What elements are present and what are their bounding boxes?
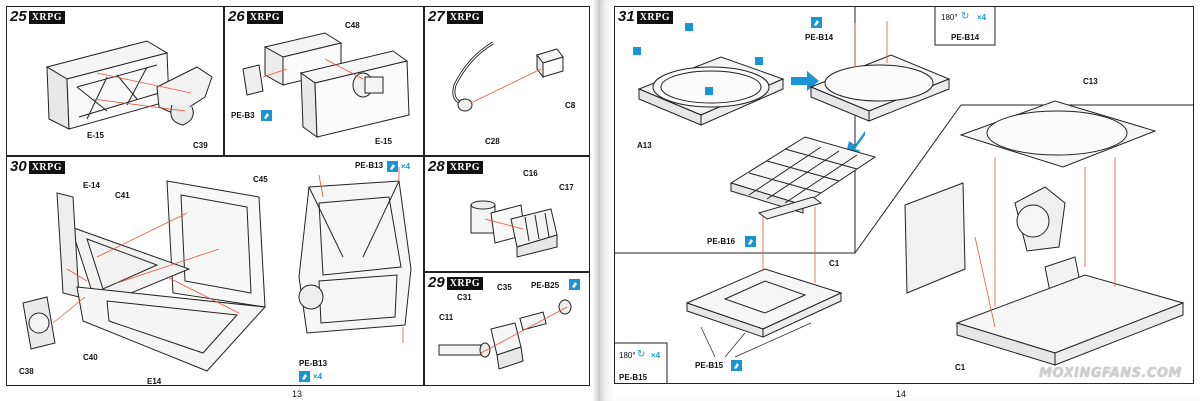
label-pe-b13-top: PE-B13: [355, 161, 384, 170]
step-31-panel: 31 XRPG: [614, 6, 1194, 384]
photo-etch-icon: [264, 113, 269, 119]
label-c31: C31: [457, 293, 472, 302]
label-c41: C41: [115, 191, 130, 200]
inset-pe-b14: 180° ↻ ×4 PE-B14: [935, 7, 995, 45]
pe-b25-badge: [569, 279, 580, 290]
inset-angle: 180°: [941, 13, 958, 22]
label-c45: C45: [253, 175, 268, 184]
label-e15-b: E-15: [375, 137, 392, 146]
label-c1-right: C1: [955, 363, 966, 372]
label-pe-b16: PE-B16: [707, 237, 736, 246]
step-27-illustration: [452, 41, 564, 112]
qty-pe-b13-bottom: ×4: [313, 372, 323, 381]
step-number: 29: [428, 274, 445, 291]
step-29-illustration: [438, 299, 572, 370]
label-c48: C48: [345, 21, 360, 30]
step-30-header: 30 XRPG: [10, 158, 66, 175]
step-number: 26: [228, 8, 245, 25]
page-number-right: 14: [896, 389, 907, 399]
photo-etch-icon: [734, 363, 739, 369]
qty-pe-b13-top: ×4: [401, 162, 411, 171]
brand-logo: XRPG: [446, 160, 484, 174]
label-c17: C17: [559, 183, 574, 192]
step-26-panel: 26 XRPG C48 P: [224, 6, 424, 156]
inset-qty: ×4: [977, 13, 987, 22]
step-26-illustration: [242, 32, 410, 138]
label-e14-b: E14: [147, 377, 162, 386]
label-pe-b3: PE-B3: [231, 111, 255, 120]
label-c35: C35: [497, 283, 512, 292]
label-c1-left: C1: [829, 259, 840, 268]
label-pe-b15: PE-B15: [695, 361, 724, 370]
step-number: 27: [428, 8, 445, 25]
watermark: MOXINGFANS.COM: [1039, 366, 1182, 381]
photo-etch-icon: [572, 282, 577, 288]
step-25-panel: 25 XRPG E-15 C39: [6, 6, 224, 156]
pe-b13-bottom-badge: [299, 371, 310, 382]
inset-angle: 180°: [619, 351, 636, 360]
step-number: 31: [618, 8, 635, 25]
label-c11: C11: [439, 313, 454, 322]
step-28-header: 28 XRPG: [428, 158, 484, 175]
label-c28: C28: [485, 137, 500, 146]
step-27-panel: 27 XRPG C8 C28: [424, 6, 590, 156]
pe-b15-badge: [731, 360, 742, 371]
label-a13: A13: [637, 141, 652, 150]
step-25-header: 25 XRPG: [10, 8, 66, 25]
photo-etch-icon: [748, 239, 753, 245]
step-31-illustration: [615, 7, 1193, 383]
inset-qty: ×4: [651, 351, 661, 360]
inset-label: PE-B15: [619, 373, 648, 382]
step-26-header: 26 XRPG: [228, 8, 284, 25]
label-pe-b14: PE-B14: [805, 33, 834, 42]
label-c38: C38: [19, 367, 34, 376]
label-c16: C16: [523, 169, 538, 178]
brand-logo: XRPG: [636, 10, 674, 24]
label-c39: C39: [193, 141, 208, 150]
brand-logo: XRPG: [28, 10, 66, 24]
step-25-illustration: [45, 40, 213, 130]
pe-b14-badge: [811, 17, 822, 28]
step-number: 25: [10, 8, 27, 25]
page-14: 31 XRPG: [600, 0, 1200, 401]
photo-etch-icon: [814, 20, 819, 26]
step-30-panel: 30 XRPG: [6, 156, 424, 386]
pe-b16-badge: [745, 236, 756, 247]
brand-logo: XRPG: [246, 10, 284, 24]
step-30-illustration: [22, 167, 412, 372]
step-29-panel: 29 XRPG C35 PE-B25 C31 C11: [424, 272, 590, 386]
step-29-header: 29 XRPG: [428, 274, 484, 291]
page-13: 25 XRPG E-15 C39: [6, 6, 590, 399]
inset-label: PE-B14: [951, 33, 980, 42]
brand-logo: XRPG: [446, 10, 484, 24]
pe-b13-top-badge: [387, 161, 398, 172]
step-28-illustration: [470, 200, 558, 258]
step-31-header: 31 XRPG: [618, 8, 674, 25]
rotate-icon: ↻: [637, 349, 646, 360]
photo-etch-icon: [302, 374, 307, 380]
book-gutter: [592, 0, 600, 401]
label-pe-b13-bottom: PE-B13: [299, 359, 328, 368]
pe-b3-badge: [261, 110, 272, 121]
photo-etch-icon: [390, 164, 395, 170]
label-c40: C40: [83, 353, 98, 362]
label-pe-b25: PE-B25: [531, 281, 560, 290]
rotate-icon: ↻: [961, 11, 970, 22]
step-28-panel: 28 XRPG C16 C17: [424, 156, 590, 272]
label-e14: E-14: [83, 181, 100, 190]
label-c8: C8: [565, 101, 576, 110]
step-27-header: 27 XRPG: [428, 8, 484, 25]
step-number: 28: [428, 158, 445, 175]
page-number-left: 13: [292, 389, 303, 399]
label-c13: C13: [1083, 77, 1098, 86]
label-e15: E-15: [87, 131, 104, 140]
inset-pe-b15: 180° ↻ ×4 PE-B15: [615, 343, 667, 383]
brand-logo: XRPG: [28, 160, 66, 174]
step-number: 30: [10, 158, 27, 175]
brand-logo: XRPG: [446, 276, 484, 290]
